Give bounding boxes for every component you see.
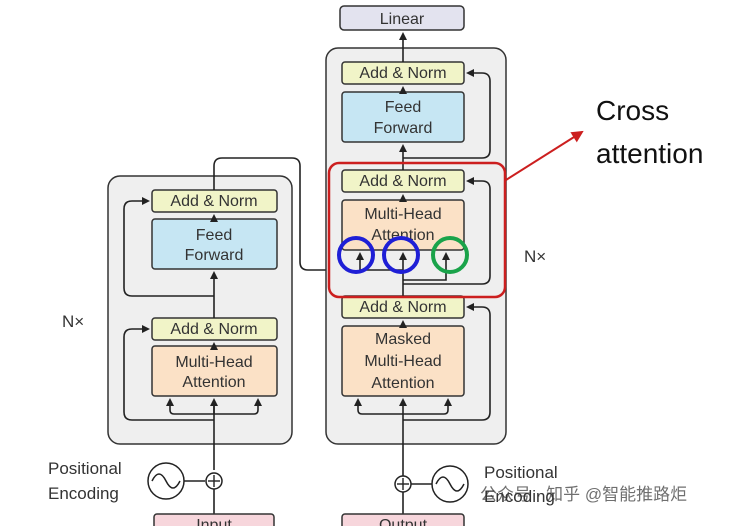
watermark: 公众号 · 知乎 @智能推路炬 [480, 485, 687, 504]
encoder-add-norm-bottom-label: Add & Norm [170, 321, 257, 338]
encoder-add-norm-top-label: Add & Norm [170, 193, 257, 210]
decoder-repeat-label: N× [524, 247, 546, 266]
encoder-positional-line2: Encoding [48, 484, 119, 503]
decoder-masked-line1: Masked [375, 331, 431, 348]
encoder-feed-forward-line2: Forward [185, 247, 244, 264]
encoder-feed-forward-line1: Feed [196, 227, 232, 244]
key-marker-circle [337, 236, 375, 274]
encoder-mha-line1: Multi-Head [175, 354, 252, 371]
encoder-stack [107, 175, 293, 445]
annotation-line1: Cross [596, 95, 669, 126]
decoder-cross-mha-line1: Multi-Head [364, 206, 441, 223]
decoder-add-norm-mid-label: Add & Norm [359, 173, 446, 190]
cross-attention-pointer [505, 130, 584, 181]
cross-attention-highlight [327, 161, 507, 299]
value-marker-circle [382, 236, 420, 274]
query-marker-circle [431, 236, 469, 274]
decoder-feed-forward-line1: Feed [385, 99, 421, 116]
decoder-positional-line2: Encoding [484, 487, 555, 506]
linear-layer [339, 5, 465, 31]
encoder-mha-line2: Attention [182, 374, 245, 391]
encoder-input-box [153, 513, 275, 526]
decoder-positional-line1: Positional [484, 463, 558, 482]
decoder-add-norm-top-label: Add & Norm [359, 65, 446, 82]
decoder-masked-line3: Attention [371, 375, 434, 392]
decoder-add-norm-bottom-label: Add & Norm [359, 299, 446, 316]
decoder-masked-line2: Multi-Head [364, 353, 441, 370]
annotation-line2: attention [596, 138, 703, 169]
decoder-output-label: Output [379, 517, 428, 526]
encoder-positional-line1: Positional [48, 459, 122, 478]
encoder-repeat-label: N× [62, 312, 84, 331]
encoder-input-label: Input [196, 517, 232, 526]
decoder-cross-mha-line2: Attention [371, 227, 434, 244]
decoder-feed-forward-line2: Forward [374, 120, 433, 137]
decoder-output-box [341, 513, 465, 526]
linear-label: Linear [380, 11, 425, 28]
